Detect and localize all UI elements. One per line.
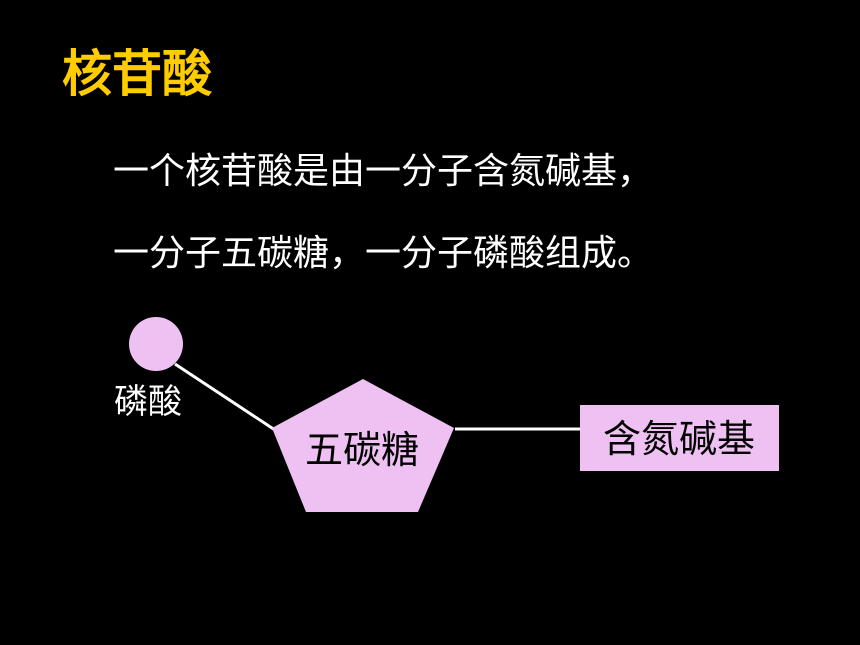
- description-line-2: 一分子五碳糖，一分子磷酸组成。: [113, 233, 654, 274]
- nitrogenous-base-box: [580, 405, 779, 471]
- slide-title: 核苷酸: [62, 45, 212, 103]
- pentose-sugar-pentagon: [272, 379, 454, 512]
- pentose-sugar-label: 五碳糖: [305, 428, 419, 472]
- nitrogenous-base-label: 含氮碱基: [603, 417, 755, 461]
- phosphate-circle: [129, 317, 183, 371]
- description-line-1: 一个核苷酸是由一分子含氮碱基，: [113, 151, 654, 192]
- phosphate-sugar-bond: [174, 362, 276, 432]
- phosphate-label: 磷酸: [114, 382, 182, 422]
